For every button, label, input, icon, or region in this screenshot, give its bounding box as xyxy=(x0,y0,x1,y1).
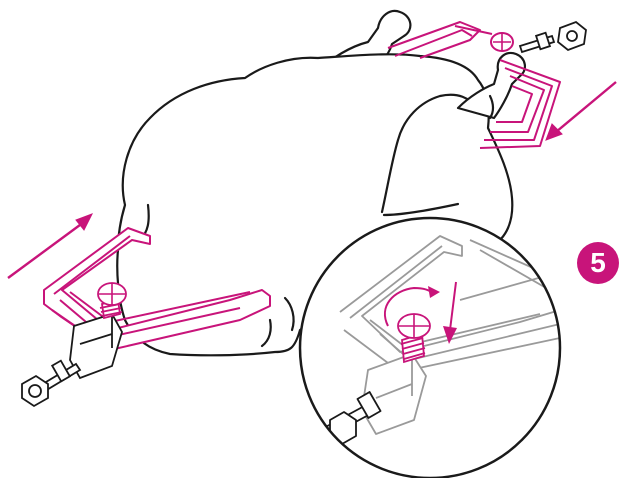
fork-left-screw xyxy=(98,283,126,318)
spit-right-nut xyxy=(558,22,586,50)
detail-callout xyxy=(300,218,560,478)
step-number-badge: 5 xyxy=(577,242,619,284)
spit-left-nut xyxy=(22,376,48,406)
fork-right-screw xyxy=(491,33,513,51)
spit-right-end xyxy=(520,22,586,52)
spit-left-end xyxy=(22,361,80,406)
